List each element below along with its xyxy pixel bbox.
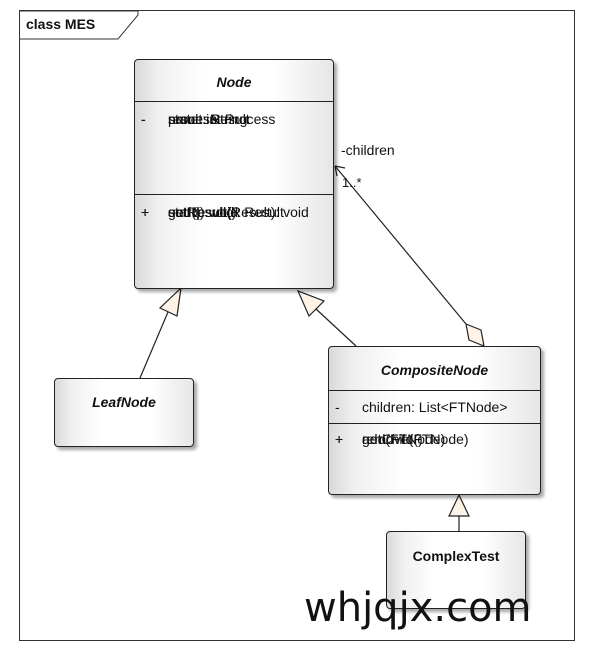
aggregation-children: [334, 165, 485, 347]
frame-title: class MES: [26, 16, 96, 32]
association-role-label: -children: [341, 142, 395, 158]
class-complextest[interactable]: ComplexTest: [386, 531, 526, 609]
class-compositenode-attributes: -children: List<FTNode>: [329, 390, 540, 423]
frame-tab: [20, 11, 139, 40]
class-complextest-name: ComplexTest: [412, 548, 500, 564]
class-compositenode-name: CompositeNode: [380, 362, 489, 378]
class-leafnode-name: LeafNode: [92, 394, 156, 410]
watermark: whjqjx.com: [304, 585, 532, 631]
generalization-complex-to-composite: [448, 493, 470, 532]
association-multiplicity-label: 1..*: [342, 175, 362, 190]
class-node-operations: +start(): void +end(): void +setResult(R…: [135, 194, 333, 220]
class-node[interactable]: Node -name: String -state: int -result: …: [134, 59, 334, 289]
class-node-attributes: -name: String -state: int -result: Resul…: [135, 101, 333, 194]
class-node-name: Node: [216, 74, 252, 90]
class-compositenode[interactable]: CompositeNode -children: List<FTNode> +a…: [328, 346, 541, 495]
class-leafnode[interactable]: LeafNode: [54, 378, 194, 447]
diagram-frame: class MES: [19, 10, 575, 641]
class-compositenode-operations: +add(FTNode) +remove(FTNode) +getChild(): [329, 423, 540, 447]
generalization-leaf-to-node: [139, 286, 182, 379]
generalization-composite-to-node: [296, 289, 357, 347]
